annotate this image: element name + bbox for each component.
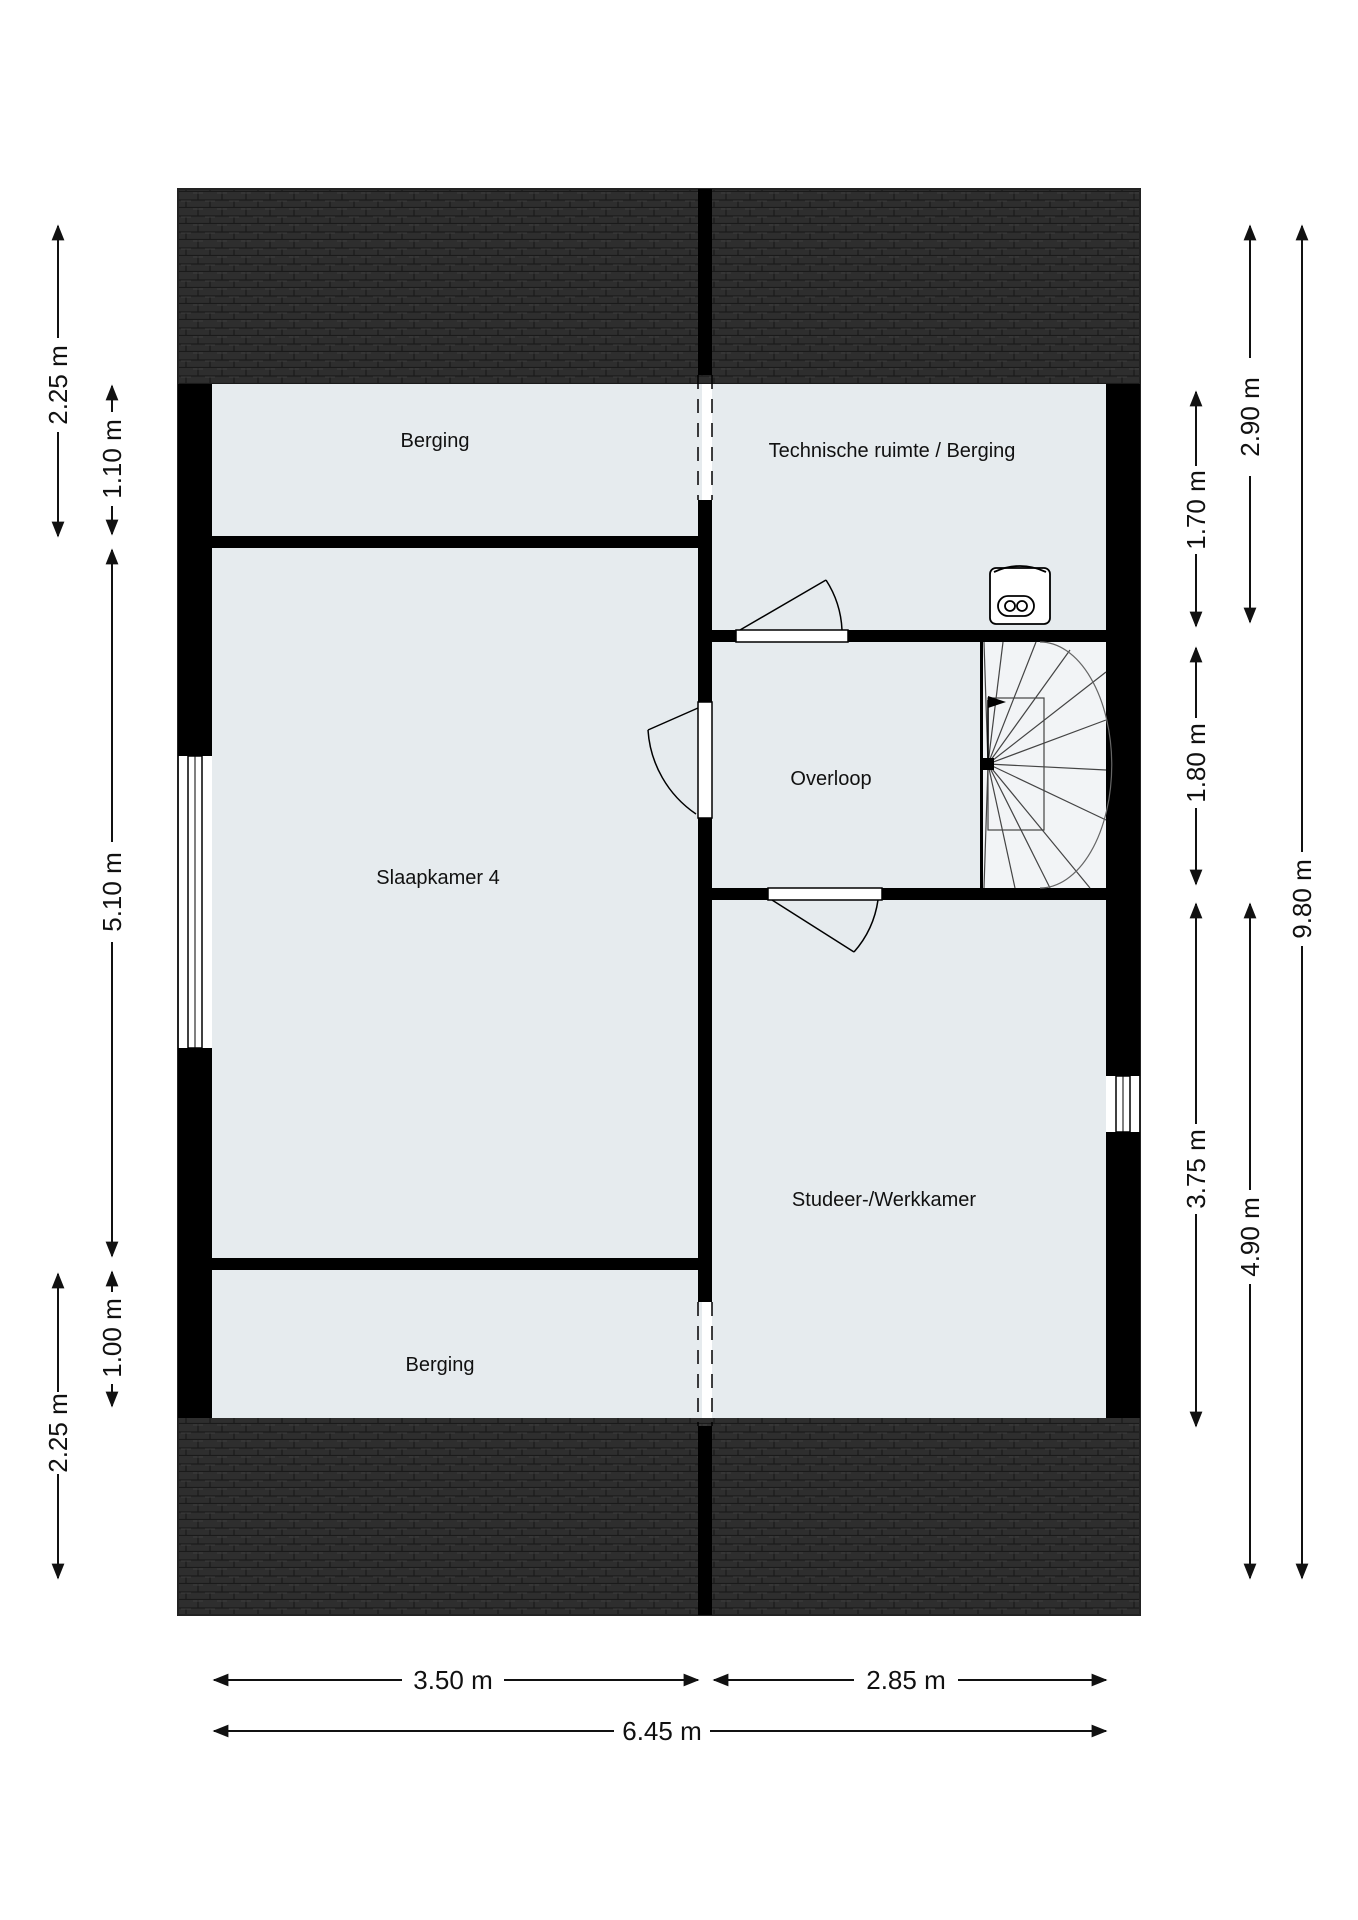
dashed-openings bbox=[697, 375, 713, 1426]
door-technische bbox=[735, 579, 849, 643]
room-label-technische-ruimte: Technische ruimte / Berging bbox=[769, 440, 1016, 462]
door-slaapkamer bbox=[647, 701, 713, 819]
stair-arrow bbox=[987, 696, 1006, 764]
floor-slaapkamer bbox=[212, 548, 702, 1258]
dim-left-outer-top: 2.25 m bbox=[43, 345, 73, 425]
dimension-lines bbox=[51, 224, 1309, 1738]
dim-bottom-total: 6.45 m bbox=[622, 1716, 702, 1746]
dim-left-inner-top: 1.10 m bbox=[97, 419, 127, 499]
room-label-berging-top: Berging bbox=[401, 430, 470, 452]
room-label-slaapkamer: Slaapkamer 4 bbox=[376, 867, 499, 889]
dim-right-inner-top: 1.70 m bbox=[1181, 470, 1211, 550]
dim-left-inner-bottom: 1.00 m bbox=[97, 1298, 127, 1378]
dim-bottom-left: 3.50 m bbox=[413, 1665, 493, 1695]
dim-right-mid-bottom: 4.90 m bbox=[1235, 1197, 1265, 1277]
roof-bottom bbox=[178, 1418, 1140, 1615]
dim-right-inner-bottom: 3.75 m bbox=[1181, 1129, 1211, 1209]
floor-studeer bbox=[712, 898, 1106, 1418]
dim-left-middle: 5.10 m bbox=[97, 852, 127, 932]
dim-right-mid-top: 2.90 m bbox=[1235, 377, 1265, 457]
roof-top bbox=[178, 189, 1140, 384]
room-label-berging-bottom: Berging bbox=[406, 1354, 475, 1376]
dim-bottom-right: 2.85 m bbox=[866, 1665, 946, 1695]
floor-overloop bbox=[712, 642, 980, 888]
boiler-icon bbox=[989, 565, 1051, 625]
walls bbox=[178, 189, 1140, 1615]
floor-berging-top bbox=[212, 384, 702, 536]
room-label-overloop: Overloop bbox=[790, 768, 871, 790]
dim-right-inner-middle: 1.80 m bbox=[1181, 723, 1211, 803]
floor-berging-bottom bbox=[212, 1270, 702, 1418]
door-studeer bbox=[767, 887, 883, 953]
dim-left-outer-bottom: 2.25 m bbox=[43, 1393, 73, 1473]
dim-right-total: 9.80 m bbox=[1287, 859, 1317, 939]
room-label-studeer: Studeer-/Werkkamer bbox=[792, 1189, 976, 1211]
